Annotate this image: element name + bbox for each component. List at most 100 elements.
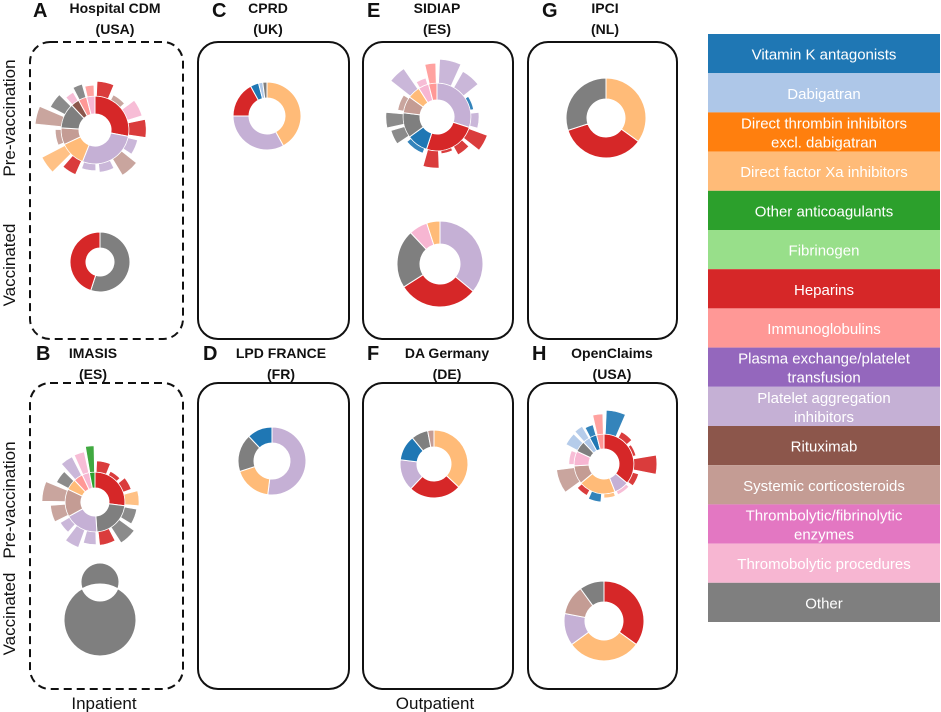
legend-swatch-13 — [708, 504, 940, 544]
panel-subtitle-D: (FR) — [267, 366, 295, 382]
legend-label-10-line-1: Platelet aggregation — [757, 390, 890, 407]
panel-frame-6 — [362, 382, 514, 690]
sunburst-segment — [617, 431, 633, 445]
panel-frame-1 — [29, 41, 184, 340]
sunburst-segment — [110, 519, 135, 544]
slice-other — [90, 231, 131, 293]
sunburst-segment — [415, 77, 428, 89]
sunburst-segment — [108, 470, 121, 482]
sunburst-segment — [97, 528, 116, 546]
panel-title-H: OpenClaims — [571, 345, 653, 361]
pie-chart-B-pre-vaccination — [41, 445, 140, 548]
panel-title-B: IMASIS — [69, 345, 117, 361]
sunburst-segment — [65, 91, 79, 106]
sunburst-segment — [123, 490, 140, 506]
legend-swatch-7 — [708, 269, 940, 309]
slice-heparins — [94, 471, 126, 507]
sunburst-segment — [72, 83, 87, 101]
slice-direct-factor-xa-inhibitors — [433, 429, 469, 488]
sunburst-segment — [453, 71, 479, 97]
legend-label-6: Fibrinogen — [789, 243, 860, 260]
sunburst-segment — [616, 483, 630, 496]
sunburst-segment — [397, 94, 409, 112]
panel-subtitle-B: (ES) — [79, 366, 107, 382]
sunburst-segment — [50, 94, 72, 115]
sunburst-segment — [577, 483, 590, 496]
panel-title-C: CPRD — [248, 0, 288, 16]
sunburst-segment — [127, 119, 147, 138]
legend-label-8: Immunoglobulins — [767, 321, 880, 338]
sunburst-segment — [385, 112, 405, 129]
sunburst-segment — [453, 139, 470, 156]
legend-swatch-1 — [708, 34, 940, 74]
panel-letter-D: D — [203, 343, 217, 365]
legend-label-13-line-2: enzymes — [794, 527, 854, 544]
sunburst-segment — [465, 96, 474, 111]
pie-chart-E-pre-vaccination — [385, 58, 488, 169]
sunburst-segment — [96, 81, 115, 100]
legend-label-7: Heparins — [794, 282, 854, 299]
legend-swatch-4 — [708, 151, 940, 191]
legend-swatch-9 — [708, 347, 940, 387]
sunburst-segment — [50, 504, 69, 523]
panel-title-G: IPCI — [591, 0, 618, 16]
slice-platelet-aggregation-inhibitors — [267, 426, 307, 496]
legend-label-4: Direct factor Xa inhibitors — [740, 164, 908, 181]
sunburst-segment — [98, 160, 115, 173]
legend-swatch-3 — [708, 112, 940, 152]
pie-chart-D-pre-vaccination — [237, 426, 307, 496]
legend-swatch-15 — [708, 582, 940, 622]
pie-chart-F-pre-vaccination — [399, 429, 469, 499]
pie-chart-A-pre-vaccination — [34, 81, 147, 176]
legend-swatch-14 — [708, 543, 940, 583]
sunburst-segment — [95, 460, 111, 475]
sunburst-segment — [605, 409, 626, 437]
sunburst-segment — [55, 129, 64, 146]
legend-swatch-12 — [708, 465, 940, 505]
slice-heparins — [69, 231, 101, 292]
sunburst-segment — [61, 456, 82, 480]
legend-swatch-11 — [708, 426, 940, 466]
slice-direct-factor-xa-inhibitors — [570, 631, 638, 662]
sunburst-segment — [424, 62, 437, 85]
legend-label-13-line-1: Thrombolytic/fibrinolytic — [746, 508, 903, 525]
row-label-vaccinated-top: Vaccinated — [0, 224, 19, 307]
slice-heparins — [94, 95, 130, 137]
panel-frame-4 — [197, 382, 350, 690]
sunburst-segment — [592, 413, 604, 436]
slice-heparins — [603, 580, 645, 646]
panel-letter-E: E — [367, 0, 380, 22]
legend-label-1: Vitamin K antagonists — [752, 47, 897, 64]
legend-swatch-6 — [708, 230, 940, 270]
slice-other — [262, 81, 268, 99]
legend-label-10-line-2: inhibitors — [794, 409, 854, 426]
legend-swatch-5 — [708, 190, 940, 230]
sunburst-segment — [73, 451, 89, 475]
slice-direct-factor-xa-inhibitors — [426, 220, 441, 246]
sunburst-segment — [117, 477, 132, 493]
sunburst-segment — [422, 149, 440, 169]
sunburst-segment — [34, 106, 65, 127]
sunburst-segment — [83, 530, 97, 545]
slice-heparins — [567, 123, 640, 159]
pie-chart-A-vaccinated — [69, 231, 131, 293]
sunburst-segment — [390, 68, 419, 97]
panel-frame-7 — [527, 41, 678, 340]
sunburst-segment — [603, 491, 616, 499]
panel-letter-G: G — [542, 0, 558, 22]
sunburst-segment — [121, 99, 143, 121]
panel-title-D: LPD FRANCE — [236, 345, 326, 361]
panel-frame-2 — [29, 382, 184, 690]
panel-frame-3 — [197, 41, 350, 340]
sunburst-segment — [390, 126, 410, 145]
sunburst-segment — [122, 137, 138, 155]
sunburst-segment — [463, 128, 488, 151]
legend-label-3-line-1: Direct thrombin inhibitors — [741, 116, 907, 133]
panel-subtitle-A: (USA) — [96, 21, 135, 37]
panel-frame-8 — [527, 382, 678, 690]
slice-systemic-corticosteroids — [427, 429, 435, 448]
sunburst-segment — [120, 506, 138, 525]
legend-label-15: Other — [805, 595, 843, 612]
sunburst-segment — [59, 517, 76, 533]
row-label-pre-bottom: Pre-vaccination — [0, 441, 19, 558]
